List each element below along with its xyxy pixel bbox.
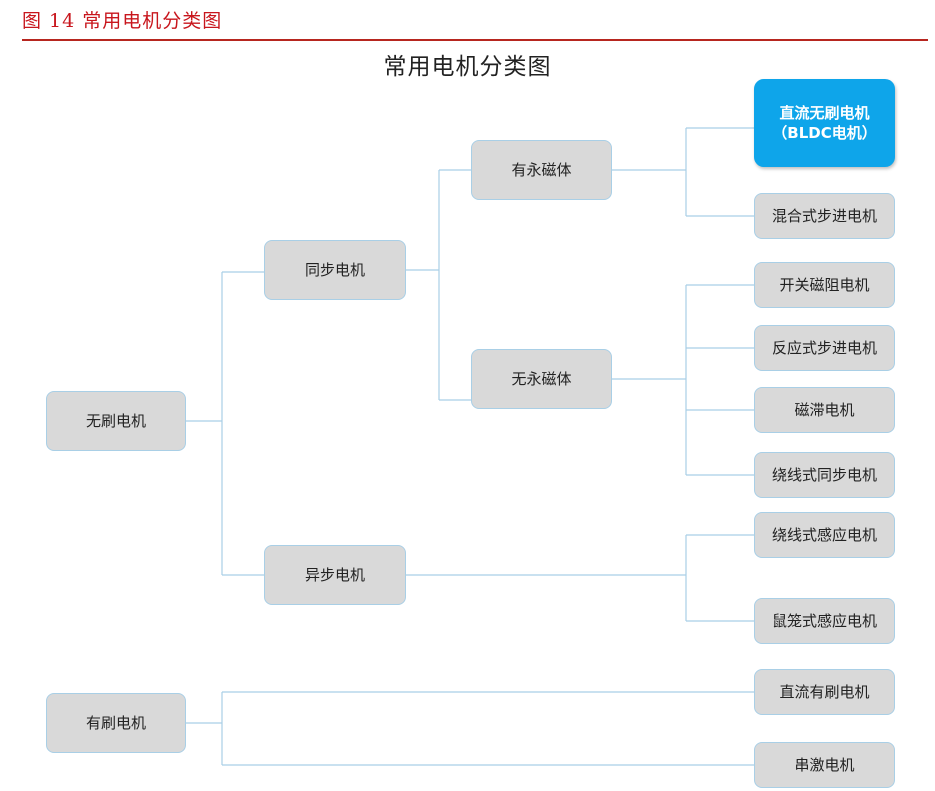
caption-rule <box>22 39 928 41</box>
connector-synchronous <box>406 169 471 401</box>
node-no-permanent-magnet: 无永磁体 <box>471 349 612 409</box>
node-brushless-motor: 无刷电机 <box>46 391 186 451</box>
node-asynchronous-motor: 异步电机 <box>264 545 406 605</box>
diagram-title: 常用电机分类图 <box>383 54 552 80</box>
node-synchronous-motor: 同步电机 <box>264 240 406 300</box>
node-hybrid-stepper-motor: 混合式步进电机 <box>754 193 895 239</box>
node-reactive-stepper-motor: 反应式步进电机 <box>754 325 895 371</box>
node-squirrel-cage-induction-motor: 鼠笼式感应电机 <box>754 598 895 644</box>
node-hysteresis-motor: 磁滞电机 <box>754 387 895 433</box>
node-permanent-magnet: 有永磁体 <box>471 140 612 200</box>
node-dc-brushed-motor: 直流有刷电机 <box>754 669 895 715</box>
connector-brushless <box>186 271 264 576</box>
node-wound-induction-motor: 绕线式感应电机 <box>754 512 895 558</box>
connector-brushed <box>186 691 754 766</box>
node-brushed-motor: 有刷电机 <box>46 693 186 753</box>
connector-asynchronous <box>406 534 754 622</box>
connector-no-permanent-magnet <box>612 284 754 476</box>
node-wound-synchronous-motor: 绕线式同步电机 <box>754 452 895 498</box>
figure-caption: 图 14 常用电机分类图 <box>22 10 223 32</box>
node-series-excited-motor: 串激电机 <box>754 742 895 788</box>
node-bldc-motor: 直流无刷电机 （BLDC电机） <box>754 79 895 167</box>
connector-permanent-magnet <box>612 127 754 217</box>
node-switched-reluctance-motor: 开关磁阻电机 <box>754 262 895 308</box>
